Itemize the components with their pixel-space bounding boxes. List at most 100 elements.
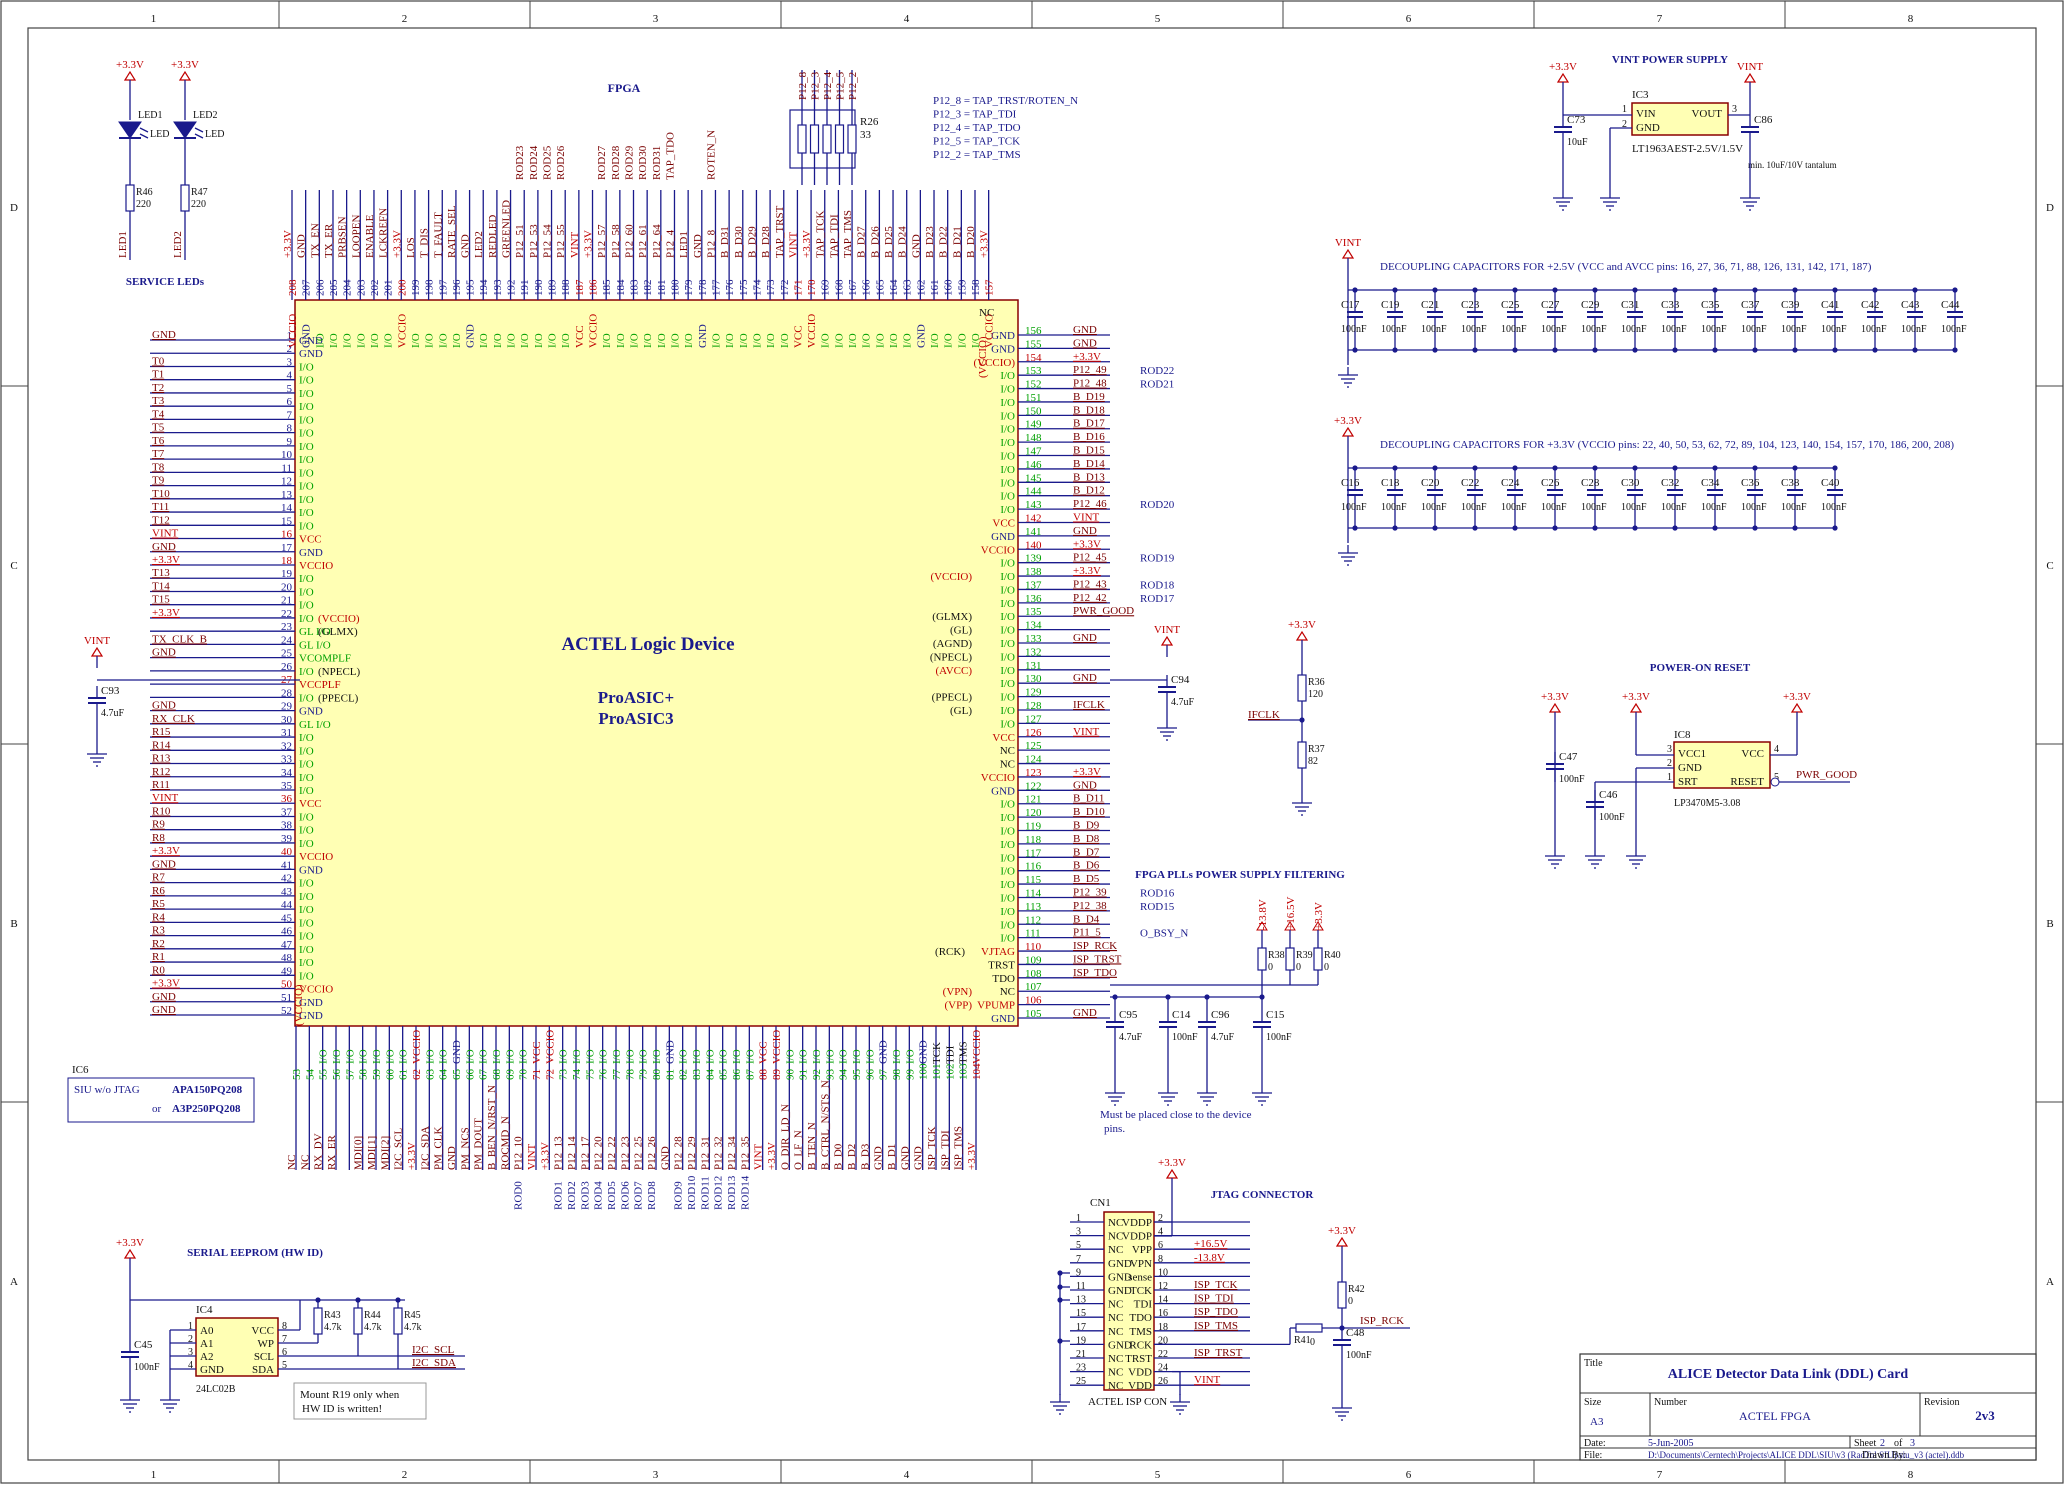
fpga-pin-function: I/O (299, 957, 314, 969)
pin-name: VDD (1128, 1367, 1152, 1379)
res-value: 220 (136, 199, 151, 210)
fpga-pin-number: 94 (838, 1069, 850, 1081)
ground-symbol (1050, 1394, 1070, 1415)
fpga-pin-number: 43 (281, 886, 293, 898)
fpga-pin-number: 197 (437, 279, 449, 296)
fpga-pin-number: 175 (738, 279, 750, 296)
cap-ref: C34 (1701, 477, 1720, 489)
fpga-pin-number: 201 (383, 280, 395, 297)
grid-column-label: 7 (1657, 1469, 1663, 1481)
fpga-ext-label: ROD8 (646, 1181, 658, 1210)
pin-number: 2 (188, 1334, 193, 1345)
fpga-pin-function: GND (451, 1040, 463, 1064)
fpga-ext-label: ROD27 (596, 145, 608, 180)
fpga-pin-function: I/O (547, 333, 559, 348)
resistor-body (797, 124, 807, 154)
fpga-pin-number: 65 (451, 1069, 463, 1081)
net-label: ISP_TCK (1194, 1279, 1237, 1291)
fpga-pin-number: 106 (1025, 995, 1042, 1007)
fpga-net-label: VINT (1073, 726, 1100, 738)
fpga-pin-function: I/O (1000, 638, 1015, 650)
res-ref: R42 (1348, 1284, 1365, 1295)
fpga-ext-label: ROD0 (513, 1181, 525, 1210)
fpga-pin-number: 119 (1025, 821, 1042, 833)
fpga-pin-function: I/O (838, 1049, 850, 1064)
cap-ref: C32 (1661, 477, 1679, 489)
fpga-pin-function: I/O (1000, 477, 1015, 489)
fpga-net-label: P12_4 (664, 229, 676, 258)
fpga-pin-function: I/O (584, 1049, 596, 1064)
fpga-net-label: TAP_TRST (774, 205, 786, 258)
fpga-pin-number: 40 (281, 846, 293, 858)
fpga-net-label: +3.3V (539, 1142, 551, 1170)
fpga-pin-function: I/O (833, 333, 845, 348)
cap-value: 100nF (1781, 502, 1807, 513)
fpga-pin-number: 161 (929, 280, 941, 297)
pin-number: 3 (1732, 104, 1737, 115)
fpga-ext-label: ROD30 (637, 145, 649, 180)
fpga-net-label: R13 (152, 753, 171, 765)
fpga-pin-function: TDI (944, 1045, 956, 1064)
fpga-pin-number: 192 (506, 280, 518, 297)
fpga-pin-number: 193 (492, 279, 504, 296)
fpga-net-label: B_D14 (1073, 458, 1105, 470)
cap-value: 100nF (1461, 324, 1487, 335)
fpga-net-label: GND (910, 234, 922, 258)
fpga-net-label: ISP_TDI (939, 1130, 951, 1170)
res-value: 4.7k (364, 1322, 382, 1333)
resistor-body (1313, 947, 1323, 971)
fpga-pin-number: 198 (424, 279, 436, 296)
grid-column-label: 3 (653, 13, 659, 25)
cap-ref: C41 (1821, 299, 1839, 311)
fpga-net-label: P12_35 (739, 1136, 751, 1170)
pin-number: 26 (1158, 1376, 1168, 1387)
res-ref: R45 (404, 1310, 421, 1321)
fpga-net-label: B_D23 (924, 226, 936, 258)
pin-number: 10 (1158, 1267, 1168, 1278)
fpga-pin-function: I/O (504, 1049, 516, 1064)
fpga-alt-function: (GL) (950, 705, 972, 717)
fpga-pin-number: 206 (314, 279, 326, 296)
cap-ref: C73 (1567, 114, 1586, 126)
fpga-pin-number: 30 (281, 714, 293, 726)
fpga-net-label: T2 (152, 382, 164, 394)
net-label: -13.8V (1194, 1252, 1225, 1264)
fpga-pin-number: 46 (281, 926, 293, 938)
fpga-pin-number: 199 (410, 279, 422, 296)
cap-ref: C46 (1599, 789, 1618, 801)
pin-number: 18 (1158, 1322, 1168, 1333)
led-type: LED (205, 129, 224, 140)
pin-number: 14 (1158, 1295, 1168, 1306)
fpga-net-label: T3 (152, 395, 165, 407)
fpga-pin-number: 53 (291, 1069, 303, 1081)
fpga-ext-label: ROD25 (542, 145, 554, 180)
fpga-ext-label: ROD3 (579, 1181, 591, 1210)
grid-column-label: 8 (1908, 1469, 1914, 1481)
fpga-ext-label: ROD26 (555, 145, 567, 180)
pin-number: 1 (1076, 1213, 1081, 1224)
cap-value: 100nF (1941, 324, 1967, 335)
fpga-net-label: ISP_TMS (953, 1126, 965, 1170)
fpga-pin-function: I/O (384, 1049, 396, 1064)
cap-value: 100nF (1421, 324, 1447, 335)
fpga-pin-function: I/O (383, 333, 395, 348)
fpga-pin-function: I/O (299, 600, 314, 612)
power-arrow-icon (1629, 702, 1643, 713)
fpga-pin-number: 64 (438, 1069, 450, 1081)
fpga-net-label: P12_25 (633, 1136, 645, 1170)
fpga-net-label: IFCLK (1073, 699, 1105, 711)
fpga-pin-function: I/O (299, 414, 314, 426)
pin-number: 21 (1076, 1349, 1086, 1360)
fpga-pin-function: I/O (1000, 598, 1015, 610)
cap-value: 10uF (1567, 137, 1588, 148)
fpga-pin-number: 185 (601, 279, 613, 296)
section-title: DECOUPLING CAPACITORS FOR +2.5V (VCC and… (1380, 261, 1872, 273)
cap-ref: C39 (1781, 299, 1800, 311)
